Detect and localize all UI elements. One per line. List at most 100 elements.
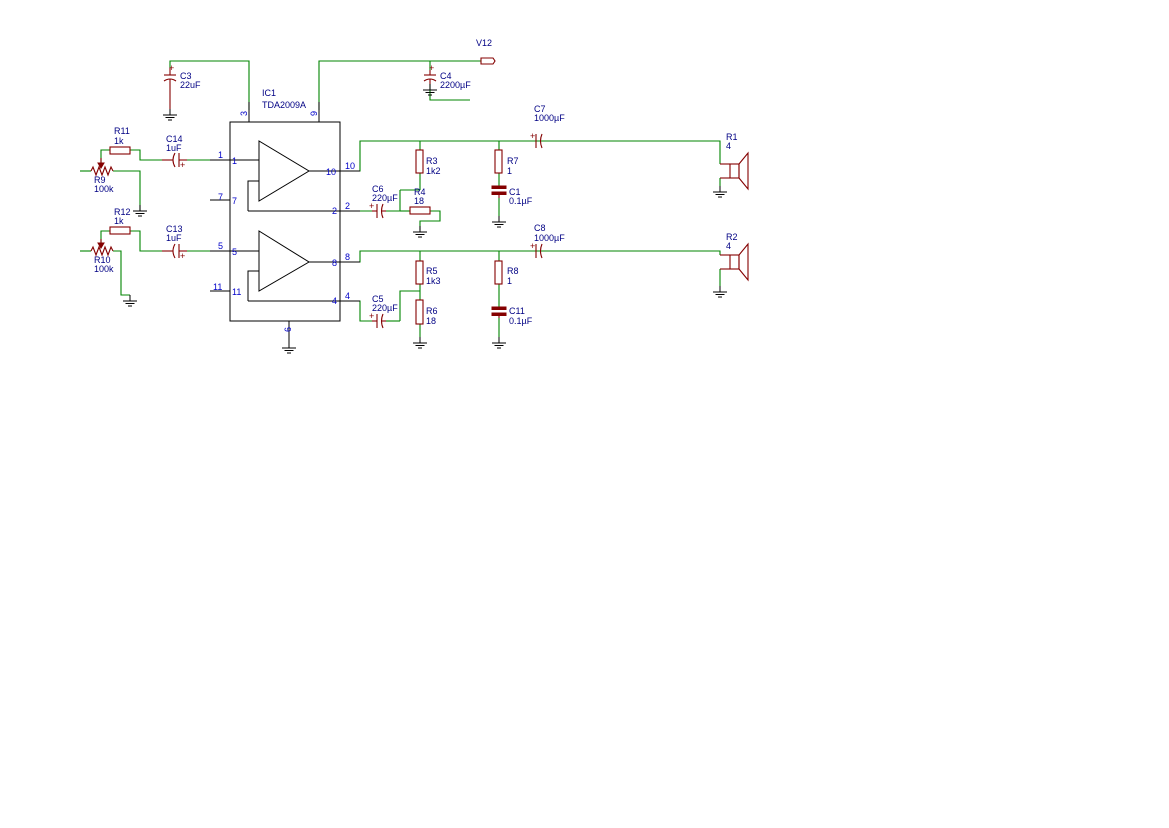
resistor-r4: R4 18 (409, 187, 431, 215)
c8-plus: + (530, 241, 535, 251)
pin-2-inner-number: 2 (332, 206, 337, 216)
r7-value: 1 (507, 166, 512, 176)
v12-power-port: V12 (476, 38, 496, 65)
pin-7-inner-number: 7 (232, 196, 237, 206)
r4-value: 18 (414, 196, 424, 206)
pin-1-inner-number: 1 (232, 156, 237, 166)
v12-label: V12 (476, 38, 492, 48)
capacitor-c14: + C14 1uF (162, 134, 187, 170)
r6-ref: R6 (426, 306, 438, 316)
pin-5-number: 5 (218, 241, 223, 251)
c5-plus: + (369, 311, 374, 321)
speaker-r2: R2 4 (720, 232, 749, 282)
c13-ref: C13 (166, 224, 183, 234)
r9-ref: R9 (94, 175, 106, 185)
capacitor-c6: + C6 220µF (369, 184, 398, 219)
wires (80, 60, 721, 337)
c14-ref: C14 (166, 134, 183, 144)
capacitor-c4: + C4 2200µF (423, 63, 471, 90)
c8-ref: C8 (534, 223, 546, 233)
r2-ref: R2 (726, 232, 738, 242)
pin-8-number: 8 (345, 252, 350, 262)
r4-ref: R4 (414, 187, 426, 197)
r10-value: 100k (94, 264, 114, 274)
c11-ref: C11 (509, 306, 525, 316)
c1-value: 0.1µF (509, 196, 533, 206)
c5-ref: C5 (372, 294, 384, 304)
capacitor-c7: + C7 1000µF (530, 104, 565, 149)
r1-value: 4 (726, 141, 731, 151)
potentiometer-r10: R10 100k (90, 239, 114, 274)
pin-6-number: 6 (283, 327, 293, 332)
r8-value: 1 (507, 276, 512, 286)
r10-ref: R10 (94, 255, 111, 265)
pin-10-number: 10 (345, 161, 355, 171)
c7-value: 1000µF (534, 113, 565, 123)
c3-value: 22uF (180, 80, 201, 90)
c14-plus: + (180, 160, 185, 170)
speaker-r1: R1 4 (720, 132, 749, 191)
pin-3-number: 3 (239, 111, 249, 116)
capacitor-c3: + C3 22uF (163, 63, 201, 109)
pin-11-inner-number: 11 (232, 287, 241, 297)
ic1-ref: IC1 (262, 88, 276, 98)
resistor-r8: R8 1 (494, 260, 519, 286)
c7-plus: + (530, 131, 535, 141)
pin-2-number: 2 (345, 201, 350, 211)
r3-ref: R3 (426, 156, 438, 166)
resistor-r11: R11 1k (109, 126, 131, 155)
capacitor-c13: + C13 1uF (162, 224, 187, 261)
pin-4-inner-number: 4 (332, 296, 337, 306)
r7-ref: R7 (507, 156, 519, 166)
c3-ref: C3 (180, 71, 192, 81)
r12-value: 1k (114, 216, 124, 226)
r1-ref: R1 (726, 132, 738, 142)
c8-value: 1000µF (534, 233, 565, 243)
resistor-r6: R6 18 (415, 299, 438, 326)
c4-value: 2200µF (440, 80, 471, 90)
c6-value: 220µF (372, 193, 398, 203)
r3-value: 1k2 (426, 166, 441, 176)
r9-value: 100k (94, 184, 114, 194)
r6-value: 18 (426, 316, 436, 326)
r8-ref: R8 (507, 266, 519, 276)
capacitor-c1: C1 0.1µF (491, 185, 533, 206)
ground-symbols (122, 83, 728, 354)
pin-9-number: 9 (309, 111, 319, 116)
pin-7-number: 7 (218, 192, 223, 202)
c3-plus: + (169, 63, 174, 73)
capacitor-c8: + C8 1000µF (530, 223, 565, 259)
c1-ref: C1 (509, 187, 521, 197)
ic1-tda2009a: IC1 TDA2009A 1 1 7 7 5 5 11 11 10 10 2 2… (210, 88, 360, 342)
c7-ref: C7 (534, 104, 546, 114)
pin-1-number: 1 (218, 150, 223, 160)
potentiometer-r9: R9 100k (90, 158, 114, 194)
ic1-value: TDA2009A (262, 100, 306, 110)
pin-5-inner-number: 5 (232, 247, 237, 257)
pin-11-number: 11 (213, 282, 222, 292)
capacitor-c11: C11 0.1µF (491, 306, 533, 326)
c4-plus: + (429, 63, 434, 73)
resistor-r5: R5 1k3 (415, 260, 441, 286)
r5-ref: R5 (426, 266, 438, 276)
resistor-r3: R3 1k2 (415, 149, 441, 176)
pin-4-number: 4 (345, 291, 350, 301)
c4-ref: C4 (440, 71, 452, 81)
c14-value: 1uF (166, 143, 182, 153)
r2-value: 4 (726, 241, 731, 251)
c13-plus: + (180, 251, 185, 261)
c13-value: 1uF (166, 233, 182, 243)
r11-value: 1k (114, 136, 124, 146)
c5-value: 220µF (372, 303, 398, 313)
resistor-r7: R7 1 (494, 149, 519, 176)
c11-value: 0.1µF (509, 316, 533, 326)
c6-ref: C6 (372, 184, 384, 194)
r11-ref: R11 (114, 126, 130, 136)
c6-plus: + (369, 201, 374, 211)
pin-8-inner-number: 8 (332, 258, 337, 268)
resistor-r12: R12 1k (109, 207, 131, 235)
pin-10-inner-number: 10 (326, 167, 336, 177)
r12-ref: R12 (114, 207, 131, 217)
capacitor-c5: + C5 220µF (369, 294, 398, 329)
